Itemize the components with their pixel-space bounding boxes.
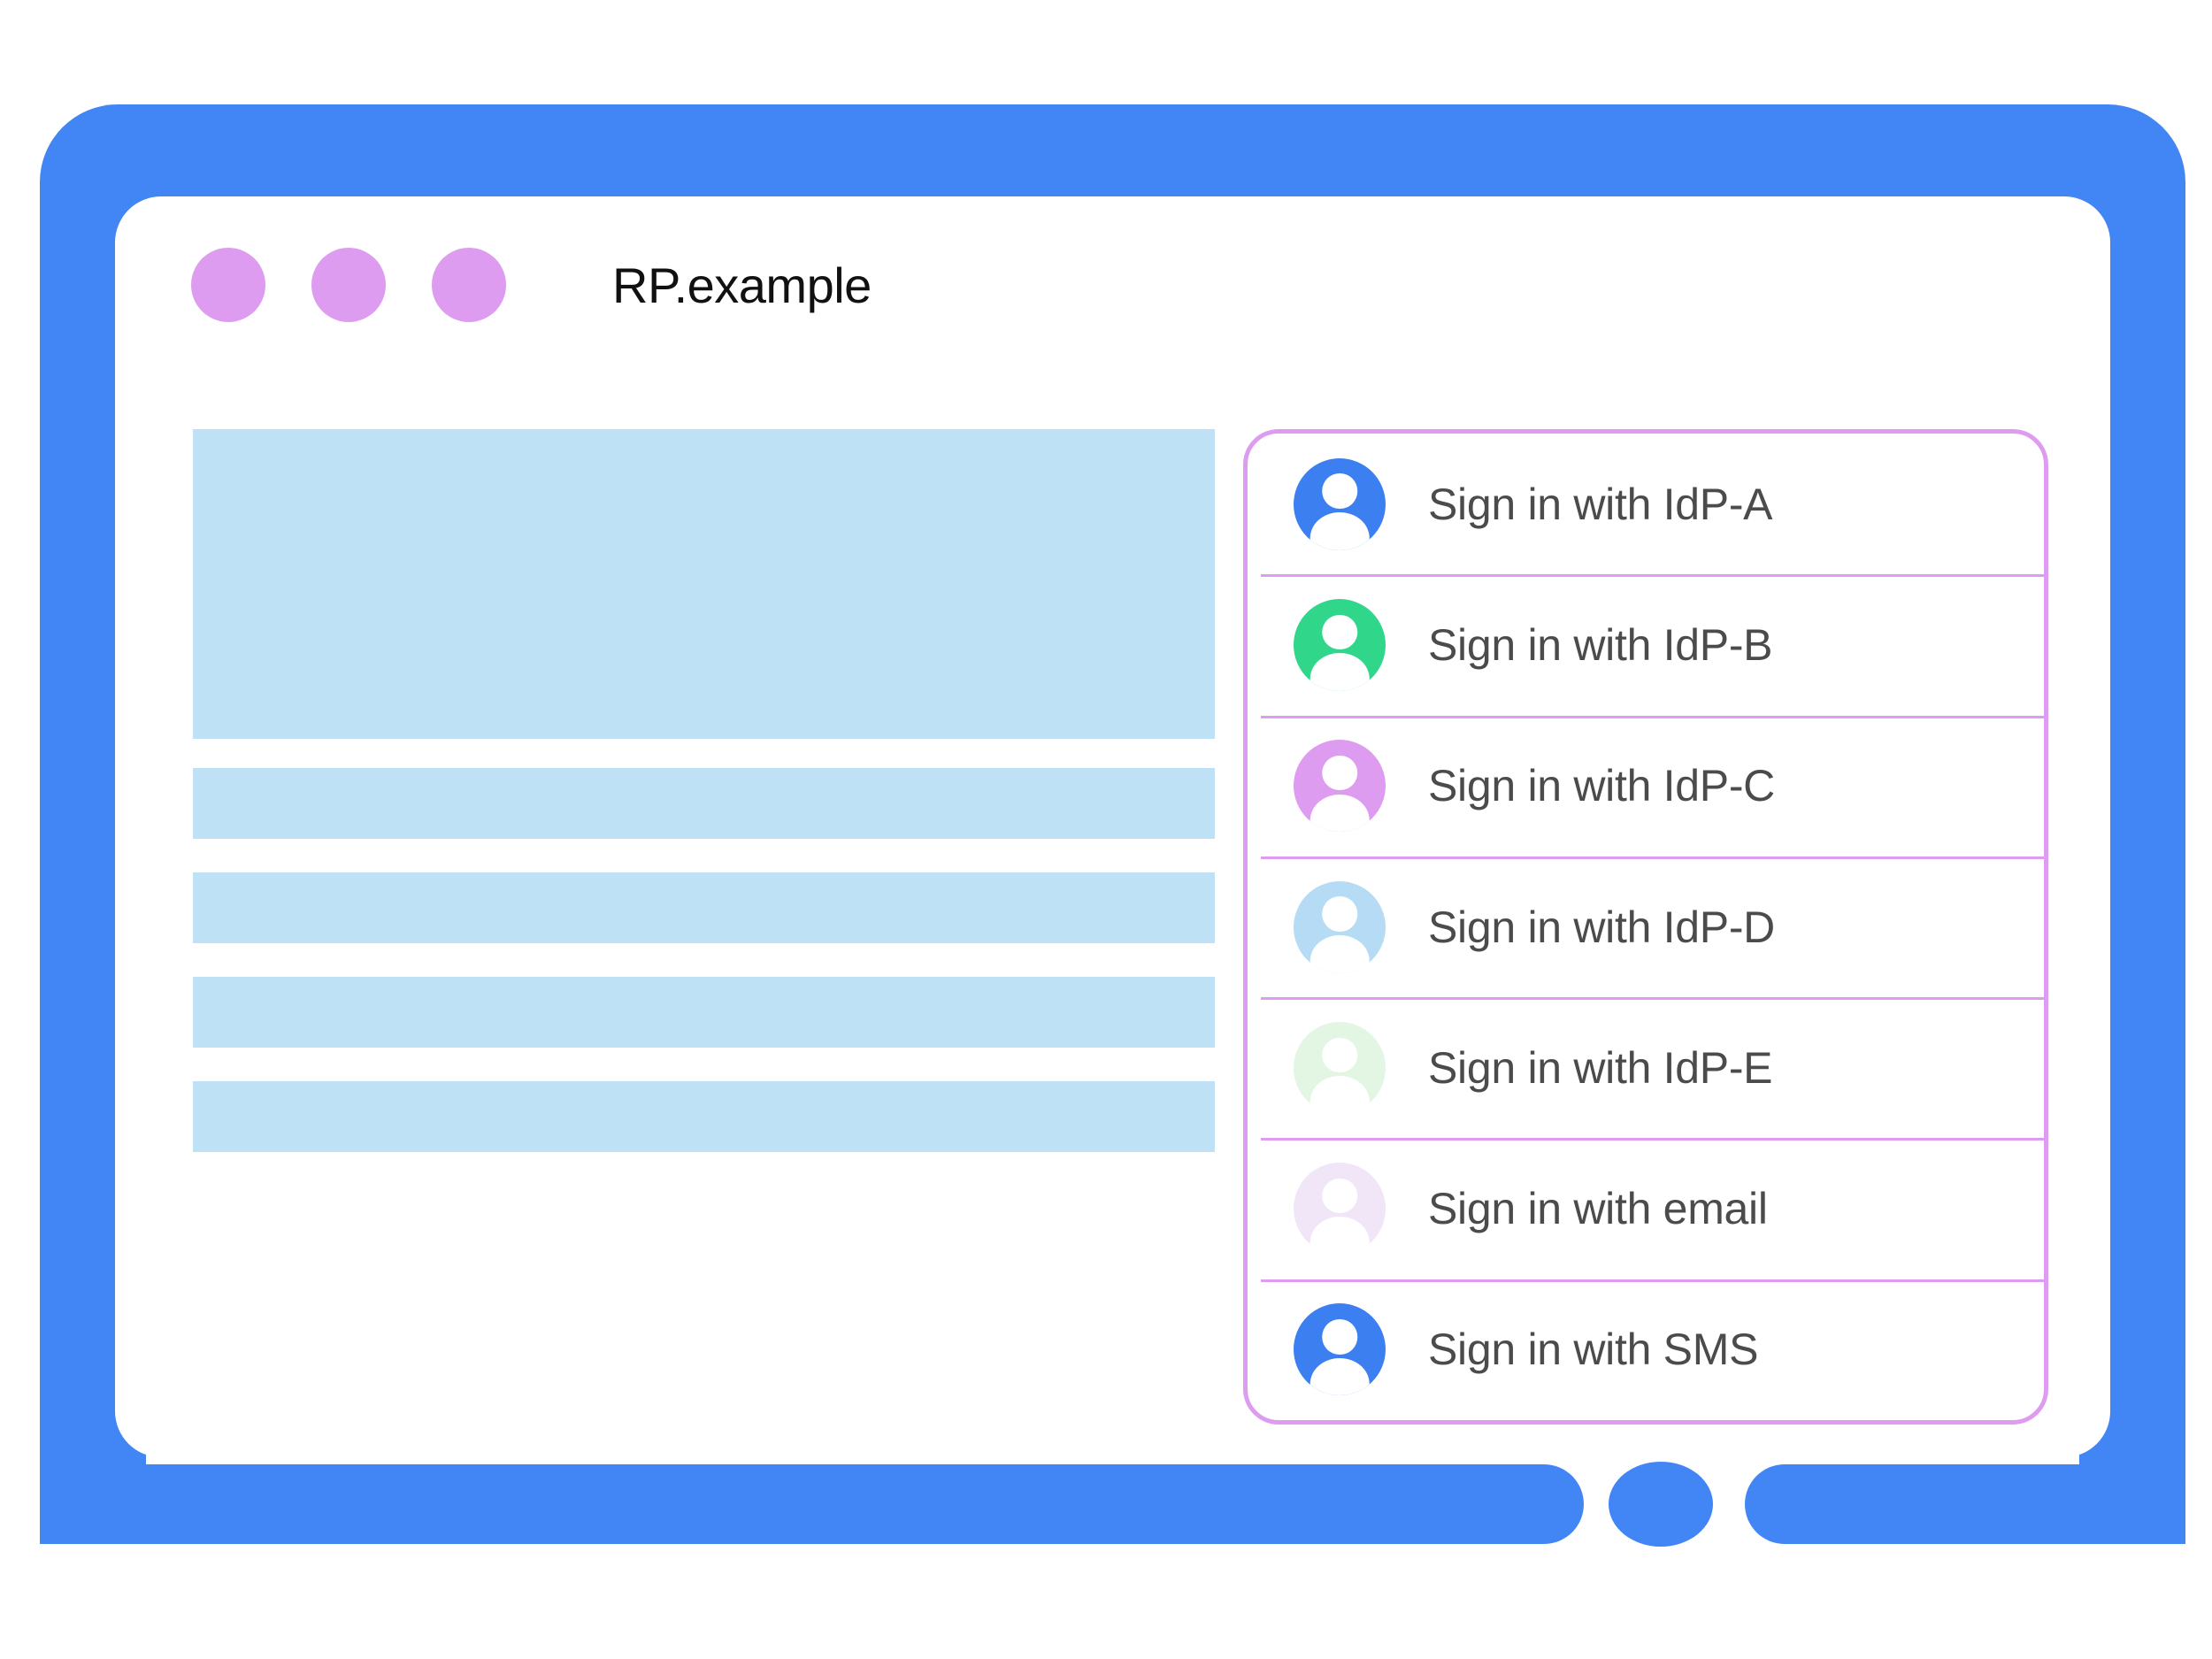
sign-in-option-label: Sign in with IdP-C	[1428, 761, 1775, 811]
account-avatar-icon	[1294, 1163, 1386, 1256]
sign-in-option-row[interactable]: Sign in with IdP-B	[1248, 574, 2044, 715]
browser-titlebar: RP.example	[115, 196, 2110, 373]
account-avatar-icon	[1294, 740, 1386, 833]
window-control-dot-1[interactable]	[191, 248, 265, 322]
sign-in-option-label: Sign in with email	[1428, 1184, 1768, 1234]
account-avatar-icon	[1294, 880, 1386, 973]
window-controls	[191, 248, 506, 322]
sign-in-option-label: Sign in with IdP-B	[1428, 619, 1773, 670]
account-avatar-icon	[1294, 1021, 1386, 1114]
sign-in-option-row[interactable]: Sign in with IdP-C	[1248, 715, 2044, 856]
sign-in-option-row[interactable]: Sign in with IdP-D	[1248, 856, 2044, 997]
window-control-dot-2[interactable]	[311, 248, 386, 322]
browser-window: RP.example Sign in with IdP-A Sign in wi…	[115, 196, 2110, 1457]
text-bar-placeholder-3	[193, 977, 1215, 1048]
sign-in-option-row[interactable]: Sign in with IdP-E	[1248, 997, 2044, 1138]
account-avatar-icon	[1294, 598, 1386, 691]
text-bar-placeholder-1	[193, 768, 1215, 839]
sign-in-option-row[interactable]: Sign in with SMS	[1248, 1279, 2044, 1420]
device-chin-left-bar	[40, 1464, 1584, 1544]
device-home-button[interactable]	[1609, 1462, 1713, 1547]
account-avatar-icon	[1294, 1303, 1386, 1396]
sign-in-option-label: Sign in with SMS	[1428, 1325, 1759, 1375]
window-control-dot-3[interactable]	[432, 248, 506, 322]
sign-in-option-label: Sign in with IdP-D	[1428, 902, 1775, 952]
account-chooser-panel: Sign in with IdP-A Sign in with IdP-B Si…	[1243, 429, 2048, 1425]
sign-in-option-label: Sign in with IdP-A	[1428, 479, 1773, 529]
account-avatar-icon	[1294, 457, 1386, 550]
sign-in-option-label: Sign in with IdP-E	[1428, 1042, 1773, 1093]
sign-in-option-row[interactable]: Sign in with email	[1248, 1138, 2044, 1279]
sign-in-option-row[interactable]: Sign in with IdP-A	[1248, 434, 2044, 574]
hero-placeholder	[193, 429, 1215, 739]
site-title: RP.example	[612, 257, 872, 313]
page-content-placeholders	[193, 429, 1215, 1186]
text-bar-placeholder-4	[193, 1081, 1215, 1152]
text-bar-placeholder-2	[193, 872, 1215, 943]
